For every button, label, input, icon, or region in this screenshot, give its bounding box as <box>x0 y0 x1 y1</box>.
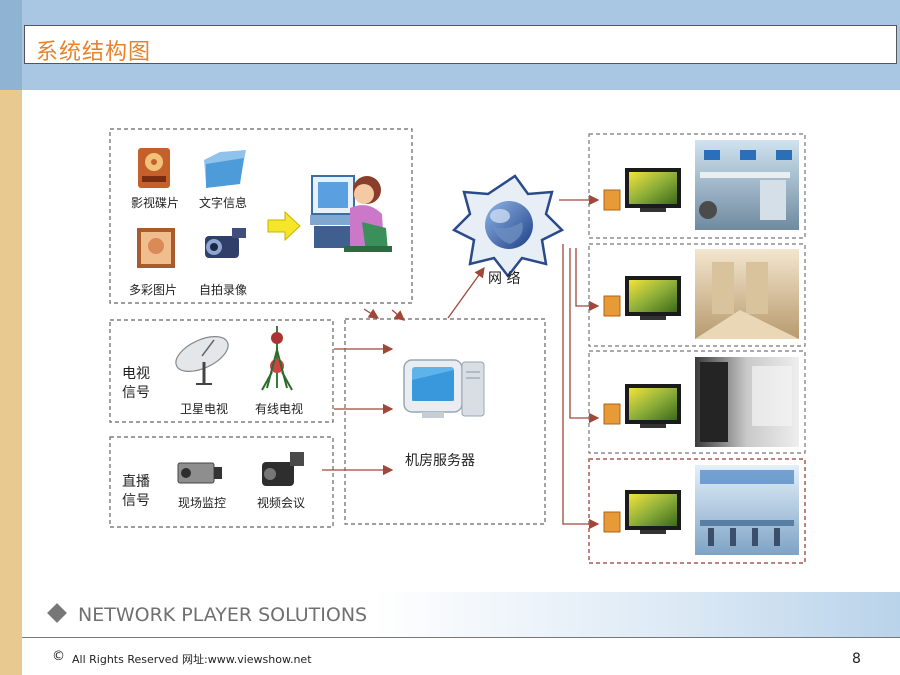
page-number: 8 <box>852 651 861 667</box>
pictures-label: 多彩图片 <box>129 283 177 297</box>
bank-hall-photo <box>695 140 799 230</box>
satellite-label: 卫星电视 <box>180 401 228 416</box>
network-globe-icon <box>451 174 565 279</box>
video-camera-icon <box>262 452 304 486</box>
player-box-icon <box>603 295 621 317</box>
display-box-2 <box>588 243 806 347</box>
video-conference-label: 视频会议 <box>257 495 305 510</box>
arrow-net-display-2 <box>575 248 600 312</box>
display-box-1 <box>588 133 806 239</box>
folder-icon <box>204 150 246 188</box>
tv-signal-label-line1: 电视 <box>122 366 150 382</box>
lcd-tv-icon <box>625 384 681 428</box>
picture-icon <box>137 228 175 268</box>
cable-label: 有线电视 <box>255 401 303 416</box>
server-label: 机房服务器 <box>405 453 475 469</box>
footer-divider <box>22 637 900 638</box>
display-box-3 <box>588 350 806 454</box>
operator-computer-icon <box>310 175 392 252</box>
office-corridor-photo <box>695 357 799 447</box>
live-signal-label-line1: 直播 <box>122 473 150 490</box>
security-camera-icon <box>177 462 222 484</box>
display-box-4 <box>588 458 806 564</box>
service-hall-photo <box>695 465 799 555</box>
elevator-hall-photo <box>695 249 799 339</box>
text-info-label: 文字信息 <box>199 195 247 210</box>
yellow-arrow-icon <box>267 210 301 242</box>
player-box-icon <box>603 511 621 533</box>
arrow-media-down-1 <box>363 308 380 319</box>
arrow-net-display-3 <box>569 248 600 424</box>
arrow-server-network <box>447 266 485 319</box>
dvd-icon <box>138 148 170 188</box>
footer-slogan: NETWORK PLAYER SOLUTIONS <box>78 604 368 626</box>
copyright-icon: © <box>52 649 65 664</box>
left-accent-bar-top <box>0 0 22 90</box>
server-computer-icon <box>403 359 485 418</box>
camcorder-icon <box>205 228 246 258</box>
lcd-tv-icon <box>625 490 681 534</box>
arrow-net-display-4 <box>562 244 600 530</box>
tv-tower-icon <box>261 326 293 391</box>
server-box <box>344 318 546 525</box>
live-signal-box <box>109 436 334 528</box>
lcd-tv-icon <box>625 168 681 212</box>
self-recording-label: 自拍录像 <box>199 282 247 297</box>
live-signal-label-line2: 信号 <box>122 493 150 509</box>
arrow-media-down-2 <box>391 309 405 321</box>
lcd-tv-icon <box>625 276 681 320</box>
tv-signal-label-line2: 信号 <box>122 385 150 401</box>
media-source-box <box>109 128 413 304</box>
player-box-icon <box>603 403 621 425</box>
title-box <box>24 25 897 64</box>
dvd-label: 影视碟片 <box>131 195 179 210</box>
tv-signal-box <box>109 319 334 423</box>
monitoring-label: 现场监控 <box>178 496 226 510</box>
satellite-dish-icon <box>175 336 229 385</box>
footer-band <box>22 592 900 638</box>
player-box-icon <box>603 189 621 211</box>
left-accent-bar <box>0 0 22 675</box>
network-label: 网 络 <box>488 271 520 287</box>
slide-title: 系统结构图 <box>36 40 152 65</box>
copyright-text: All Rights Reserved 网址:www.viewshow.net <box>72 653 312 666</box>
